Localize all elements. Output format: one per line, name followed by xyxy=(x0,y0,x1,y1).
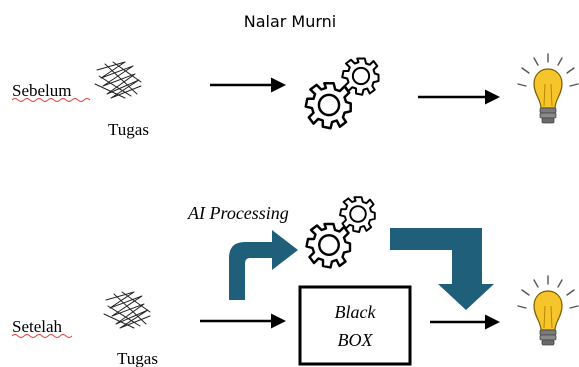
ai-processing-label: AI Processing xyxy=(187,203,289,223)
task-label-after: Tugas xyxy=(117,349,158,367)
black-box-line1: Black xyxy=(335,302,377,322)
black-box xyxy=(298,285,412,366)
scribble-icon xyxy=(94,61,142,99)
page-title: Nalar Murni xyxy=(244,12,337,31)
row-after-label: Setelah xyxy=(12,317,63,336)
blue-arrow-down-icon xyxy=(390,228,494,310)
task-label-before: Tugas xyxy=(108,120,149,139)
spellcheck-squiggle xyxy=(11,334,73,338)
black-box-line2: BOX xyxy=(338,330,374,350)
lightbulb-icon xyxy=(517,275,579,346)
blue-arrow-up-icon xyxy=(229,230,298,300)
gears-icon xyxy=(304,57,380,130)
gears-icon xyxy=(305,196,376,269)
row-before-label: Sebelum xyxy=(12,81,72,100)
lightbulb-icon xyxy=(517,53,579,124)
spellcheck-squiggle xyxy=(11,98,91,102)
scribble-icon xyxy=(103,291,151,329)
